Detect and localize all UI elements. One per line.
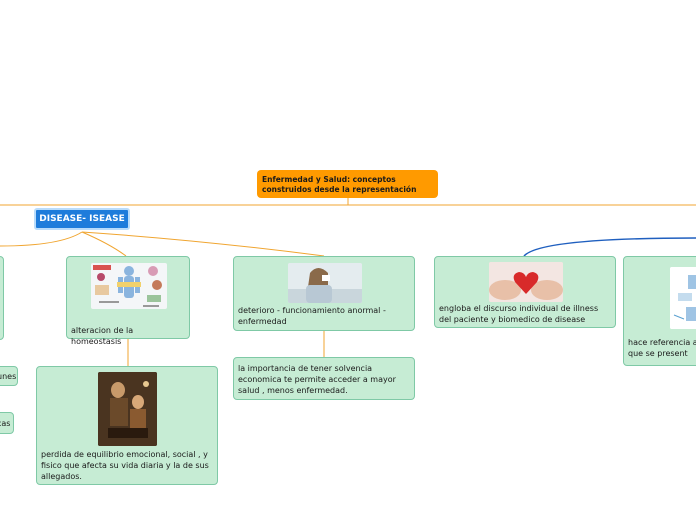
body-systems-image — [91, 263, 167, 309]
branch-to-deterioro — [81, 231, 325, 257]
homeostasis-node[interactable]: alteracion de la homeostasis — [66, 256, 190, 346]
sick-person-image — [288, 263, 362, 303]
equilibrio-node[interactable]: perdida de equilibrio emocional, social … — [36, 366, 218, 485]
left-node-cas[interactable]: cas — [0, 412, 14, 434]
blue-branch — [523, 237, 696, 257]
topic-label: DISEASE- ISEASE — [39, 213, 125, 224]
illness-text: engloba el discurso individual de illnes… — [439, 304, 599, 324]
medical-chart-image — [670, 267, 696, 329]
illness-node[interactable]: engloba el discurso individual de illnes… — [434, 256, 616, 328]
left-node-unes-label: unes — [0, 372, 17, 381]
referencia-node[interactable]: hace referencia a en que se present — [623, 256, 696, 366]
root-title: Enfermedad y Salud: conceptos construido… — [262, 175, 417, 194]
branch-to-left — [0, 231, 83, 247]
branch-to-homeostasis — [81, 231, 127, 257]
referencia-text: hace referencia a en que se present — [628, 338, 696, 358]
homeostasis-text: alteracion de la homeostasis — [71, 326, 134, 346]
solvencia-node[interactable]: la importancia de tener solvencia econom… — [233, 357, 415, 400]
left-node-unes[interactable]: unes — [0, 366, 18, 386]
painting-image — [98, 372, 157, 446]
equilibrio-text: perdida de equilibrio emocional, social … — [41, 450, 209, 481]
deterioro-node[interactable]: deterioro - funcionamiento anormal - enf… — [233, 256, 415, 331]
left-partial-node[interactable] — [0, 256, 4, 340]
solvencia-text: la importancia de tener solvencia econom… — [238, 364, 396, 395]
left-node-cas-label: cas — [0, 419, 11, 428]
heart-hands-image — [489, 262, 563, 302]
topic-disease-node[interactable]: DISEASE- ISEASE — [34, 208, 130, 230]
deterioro-text: deterioro - funcionamiento anormal - enf… — [238, 306, 386, 326]
root-node[interactable]: Enfermedad y Salud: conceptos construido… — [257, 170, 438, 198]
